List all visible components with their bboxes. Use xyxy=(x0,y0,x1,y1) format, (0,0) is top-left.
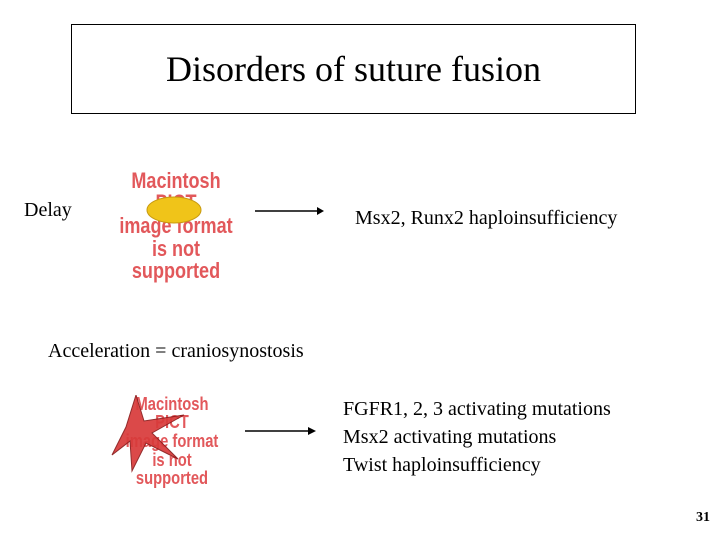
acceleration-result-item: FGFR1, 2, 3 activating mutations xyxy=(343,395,611,423)
acceleration-label: Acceleration = craniosynostosis xyxy=(48,340,304,363)
acceleration-results-list: FGFR1, 2, 3 activating mutations Msx2 ac… xyxy=(343,395,611,479)
delay-ellipse-graphic xyxy=(104,170,248,280)
page-number: 31 xyxy=(696,510,710,526)
pict-placeholder-acceleration: Macintosh PICT image format is not suppo… xyxy=(108,395,236,473)
title-box: Disorders of suture fusion xyxy=(71,24,636,114)
fusion-star-graphic xyxy=(108,395,236,473)
acceleration-result-item: Twist haploinsufficiency xyxy=(343,451,611,479)
delay-result: Msx2, Runx2 haploinsufficiency xyxy=(355,207,617,230)
acceleration-arrow-icon xyxy=(245,424,317,438)
delay-label: Delay xyxy=(24,199,72,222)
delay-arrow-icon xyxy=(255,204,325,218)
pict-placeholder-delay: Macintosh PICT image format is not suppo… xyxy=(104,170,248,280)
acceleration-result-item: Msx2 activating mutations xyxy=(343,423,611,451)
slide-title: Disorders of suture fusion xyxy=(166,48,541,90)
